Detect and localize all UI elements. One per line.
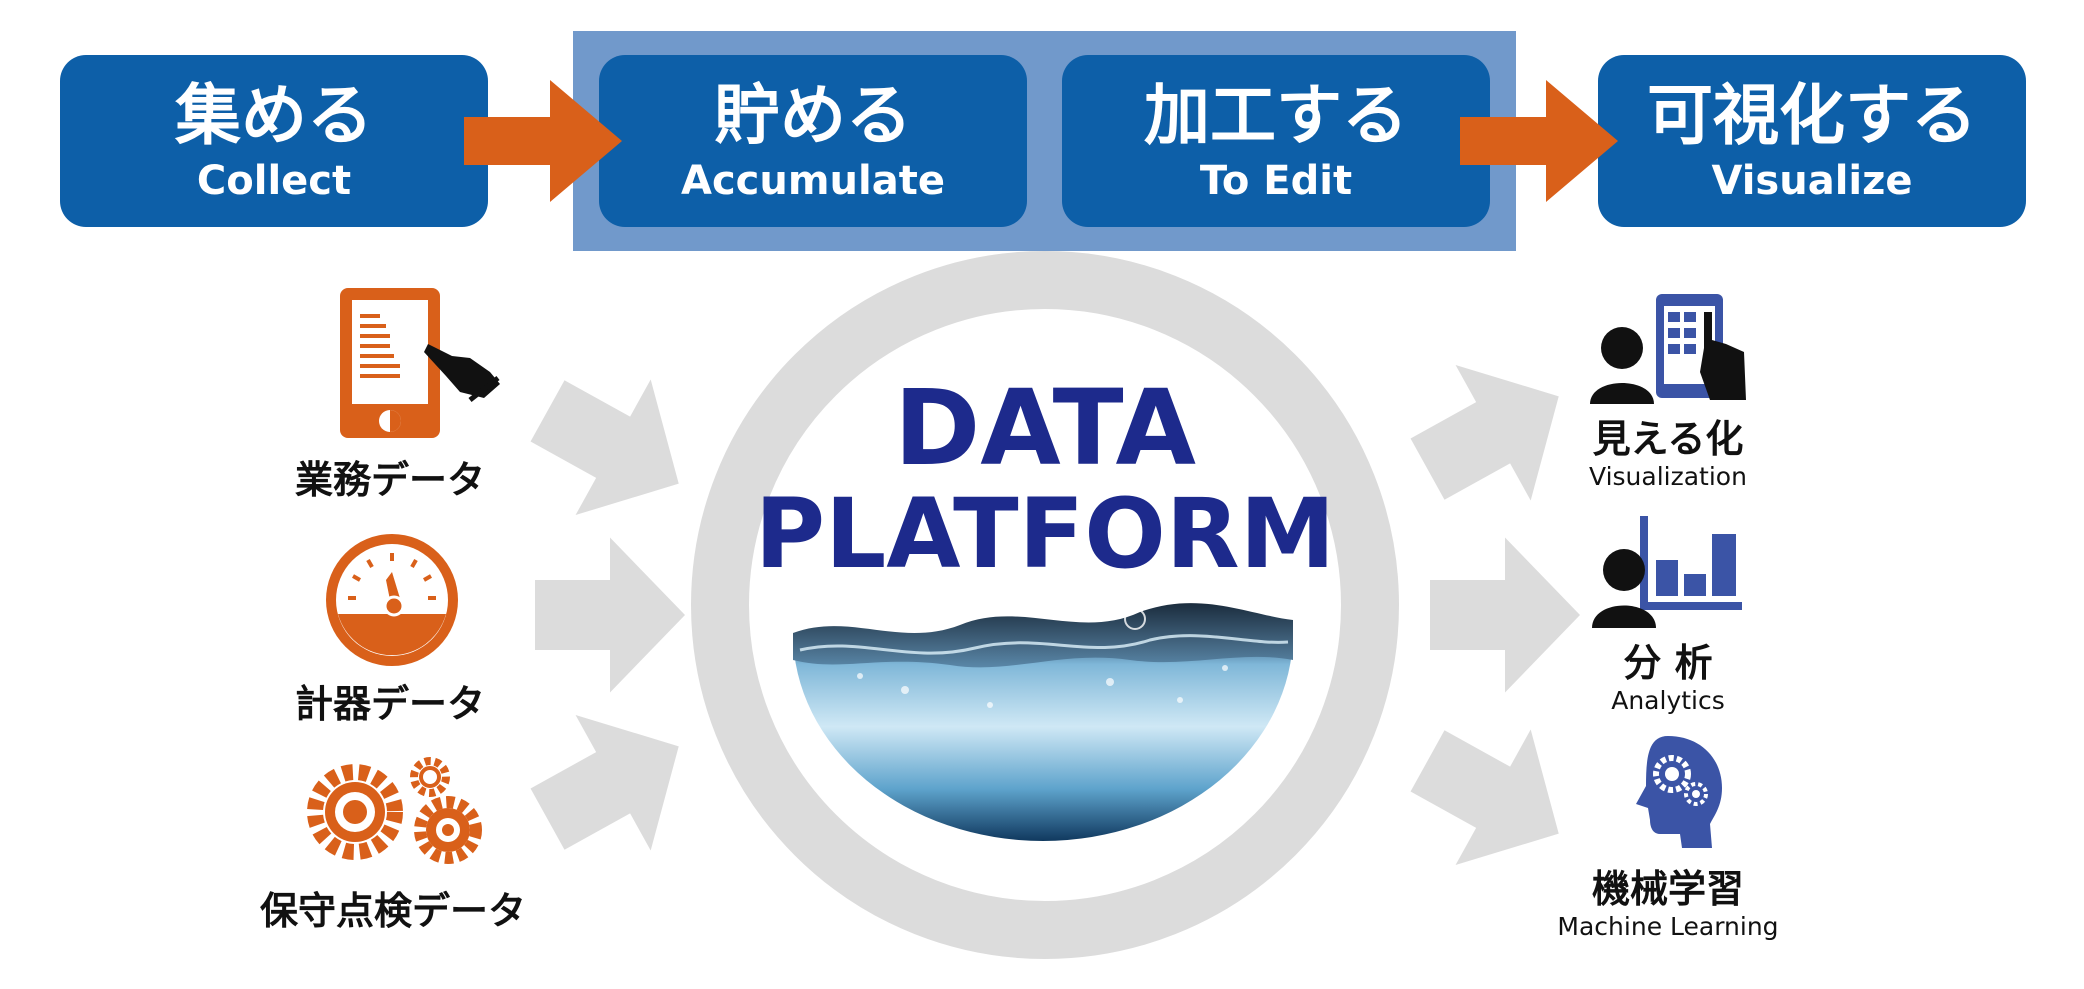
platform-title-line1: DATA: [894, 367, 1196, 489]
flow-arrow-icon: [464, 80, 622, 202]
gears-icon: [307, 757, 482, 864]
step-edit: 加工する To Edit: [1062, 55, 1490, 227]
input-arrow-icon: [530, 379, 679, 516]
step-subtitle: Collect: [197, 158, 351, 204]
step-title: 可視化する: [1647, 77, 1977, 154]
output-sublabel: Visualization: [1589, 462, 1747, 491]
platform-title-line2: PLATFORM: [755, 478, 1336, 590]
platform-ring: [691, 251, 1399, 959]
output-arrow-icon: [1410, 364, 1559, 501]
step-title: 集める: [174, 77, 373, 154]
output-arrow-icon: [1430, 537, 1580, 693]
source-label: 保守点検データ: [260, 889, 526, 933]
output-label: 見える化: [1593, 417, 1744, 461]
output-label: 分 析: [1623, 641, 1712, 685]
source-label: 業務データ: [295, 458, 485, 502]
flow-arrow-icon: [1460, 80, 1618, 202]
step-collect: 集める Collect: [60, 55, 488, 227]
step-title: 加工する: [1144, 77, 1408, 154]
input-arrow-icon: [535, 537, 685, 693]
output-arrow-icon: [1410, 729, 1559, 866]
input-arrow-icon: [530, 714, 679, 851]
step-visualize: 可視化する Visualize: [1598, 55, 2026, 227]
step-subtitle: To Edit: [1200, 158, 1352, 204]
tablet-touch-icon: [340, 288, 500, 438]
step-subtitle: Accumulate: [681, 158, 945, 204]
output-sublabel: Analytics: [1611, 686, 1725, 715]
output-sublabel: Machine Learning: [1557, 912, 1778, 941]
person-bar-chart-icon: [1592, 516, 1742, 628]
water-bowl-image: [793, 603, 1293, 841]
step-subtitle: Visualize: [1711, 158, 1912, 204]
gauge-icon: [326, 534, 458, 666]
step-accumulate: 貯める Accumulate: [599, 55, 1027, 227]
person-tablet-icon: [1590, 294, 1746, 404]
output-label: 機械学習: [1592, 867, 1744, 911]
head-gears-icon: [1636, 736, 1722, 848]
step-title: 貯める: [714, 77, 912, 154]
source-label: 計器データ: [295, 682, 485, 726]
